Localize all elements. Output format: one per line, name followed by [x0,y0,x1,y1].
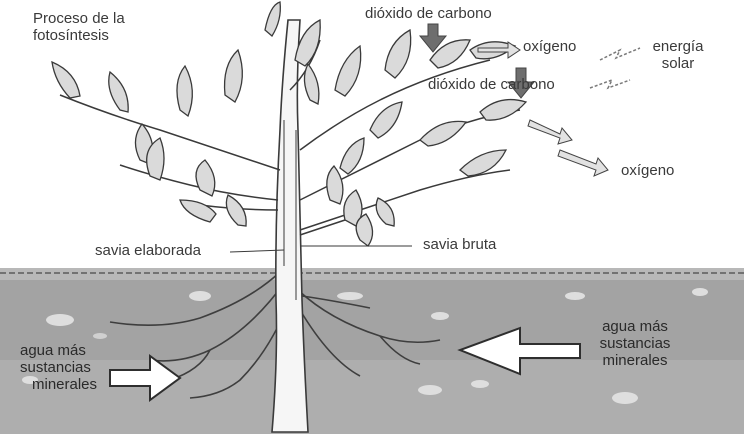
water-right-line-3: minerales [580,352,690,369]
leaf [52,62,80,98]
pebble [93,333,107,339]
leaf [420,121,466,146]
trunk [272,20,308,432]
label-water-left: agua más sustancias minerales [20,342,97,393]
pebble [612,392,638,404]
leaf [370,102,402,138]
leaf [376,198,394,226]
title-line-2: fotosíntesis [33,27,125,44]
leaf [340,138,364,174]
label-co2-mid: dióxido de carbono [428,76,555,93]
leaf [335,46,361,96]
leaf [385,30,411,78]
soil-top-band [0,268,744,280]
leaf [225,50,243,102]
pebble [337,292,363,300]
energy-line-1: energía [640,38,716,55]
water-left-line-1: agua más [20,342,97,359]
label-water-right: agua más sustancias minerales [580,318,690,369]
pebble [46,314,74,326]
water-left-line-3: minerales [20,376,97,393]
label-co2-top: dióxido de carbono [365,5,492,22]
label-sap-elaborated: savia elaborada [95,242,201,259]
pebble [565,292,585,300]
pebble [431,312,449,320]
pebble [418,385,442,395]
water-right-line-2: sustancias [580,335,690,352]
diagram-title: Proceso de la fotosíntesis [33,10,125,44]
leaf [196,160,215,196]
energy-line-2: solar [640,55,716,72]
leaf [304,64,318,104]
water-right-line-1: agua más [580,318,690,335]
pebble [189,291,211,301]
tree-trunk [272,20,308,432]
title-line-1: Proceso de la [33,10,125,27]
leaf [180,200,216,222]
label-o2-right: oxígeno [621,162,674,179]
label-sap-raw: savia bruta [423,236,496,253]
label-o2-top: oxígeno [523,38,576,55]
branch [60,95,280,170]
leaf [226,195,246,226]
o2-arrow-icon [558,150,608,176]
pebble [692,288,708,296]
sun-ray-icon [590,80,630,88]
o2-arrow-icon [528,120,572,144]
leaf [109,72,128,112]
water-left-line-2: sustancias [20,359,97,376]
sun-ray-icon [600,48,640,60]
pebble [471,380,489,388]
leaf [327,166,343,204]
leaf [177,66,192,116]
leaf [265,2,280,36]
label-energy: energía solar [640,38,716,72]
